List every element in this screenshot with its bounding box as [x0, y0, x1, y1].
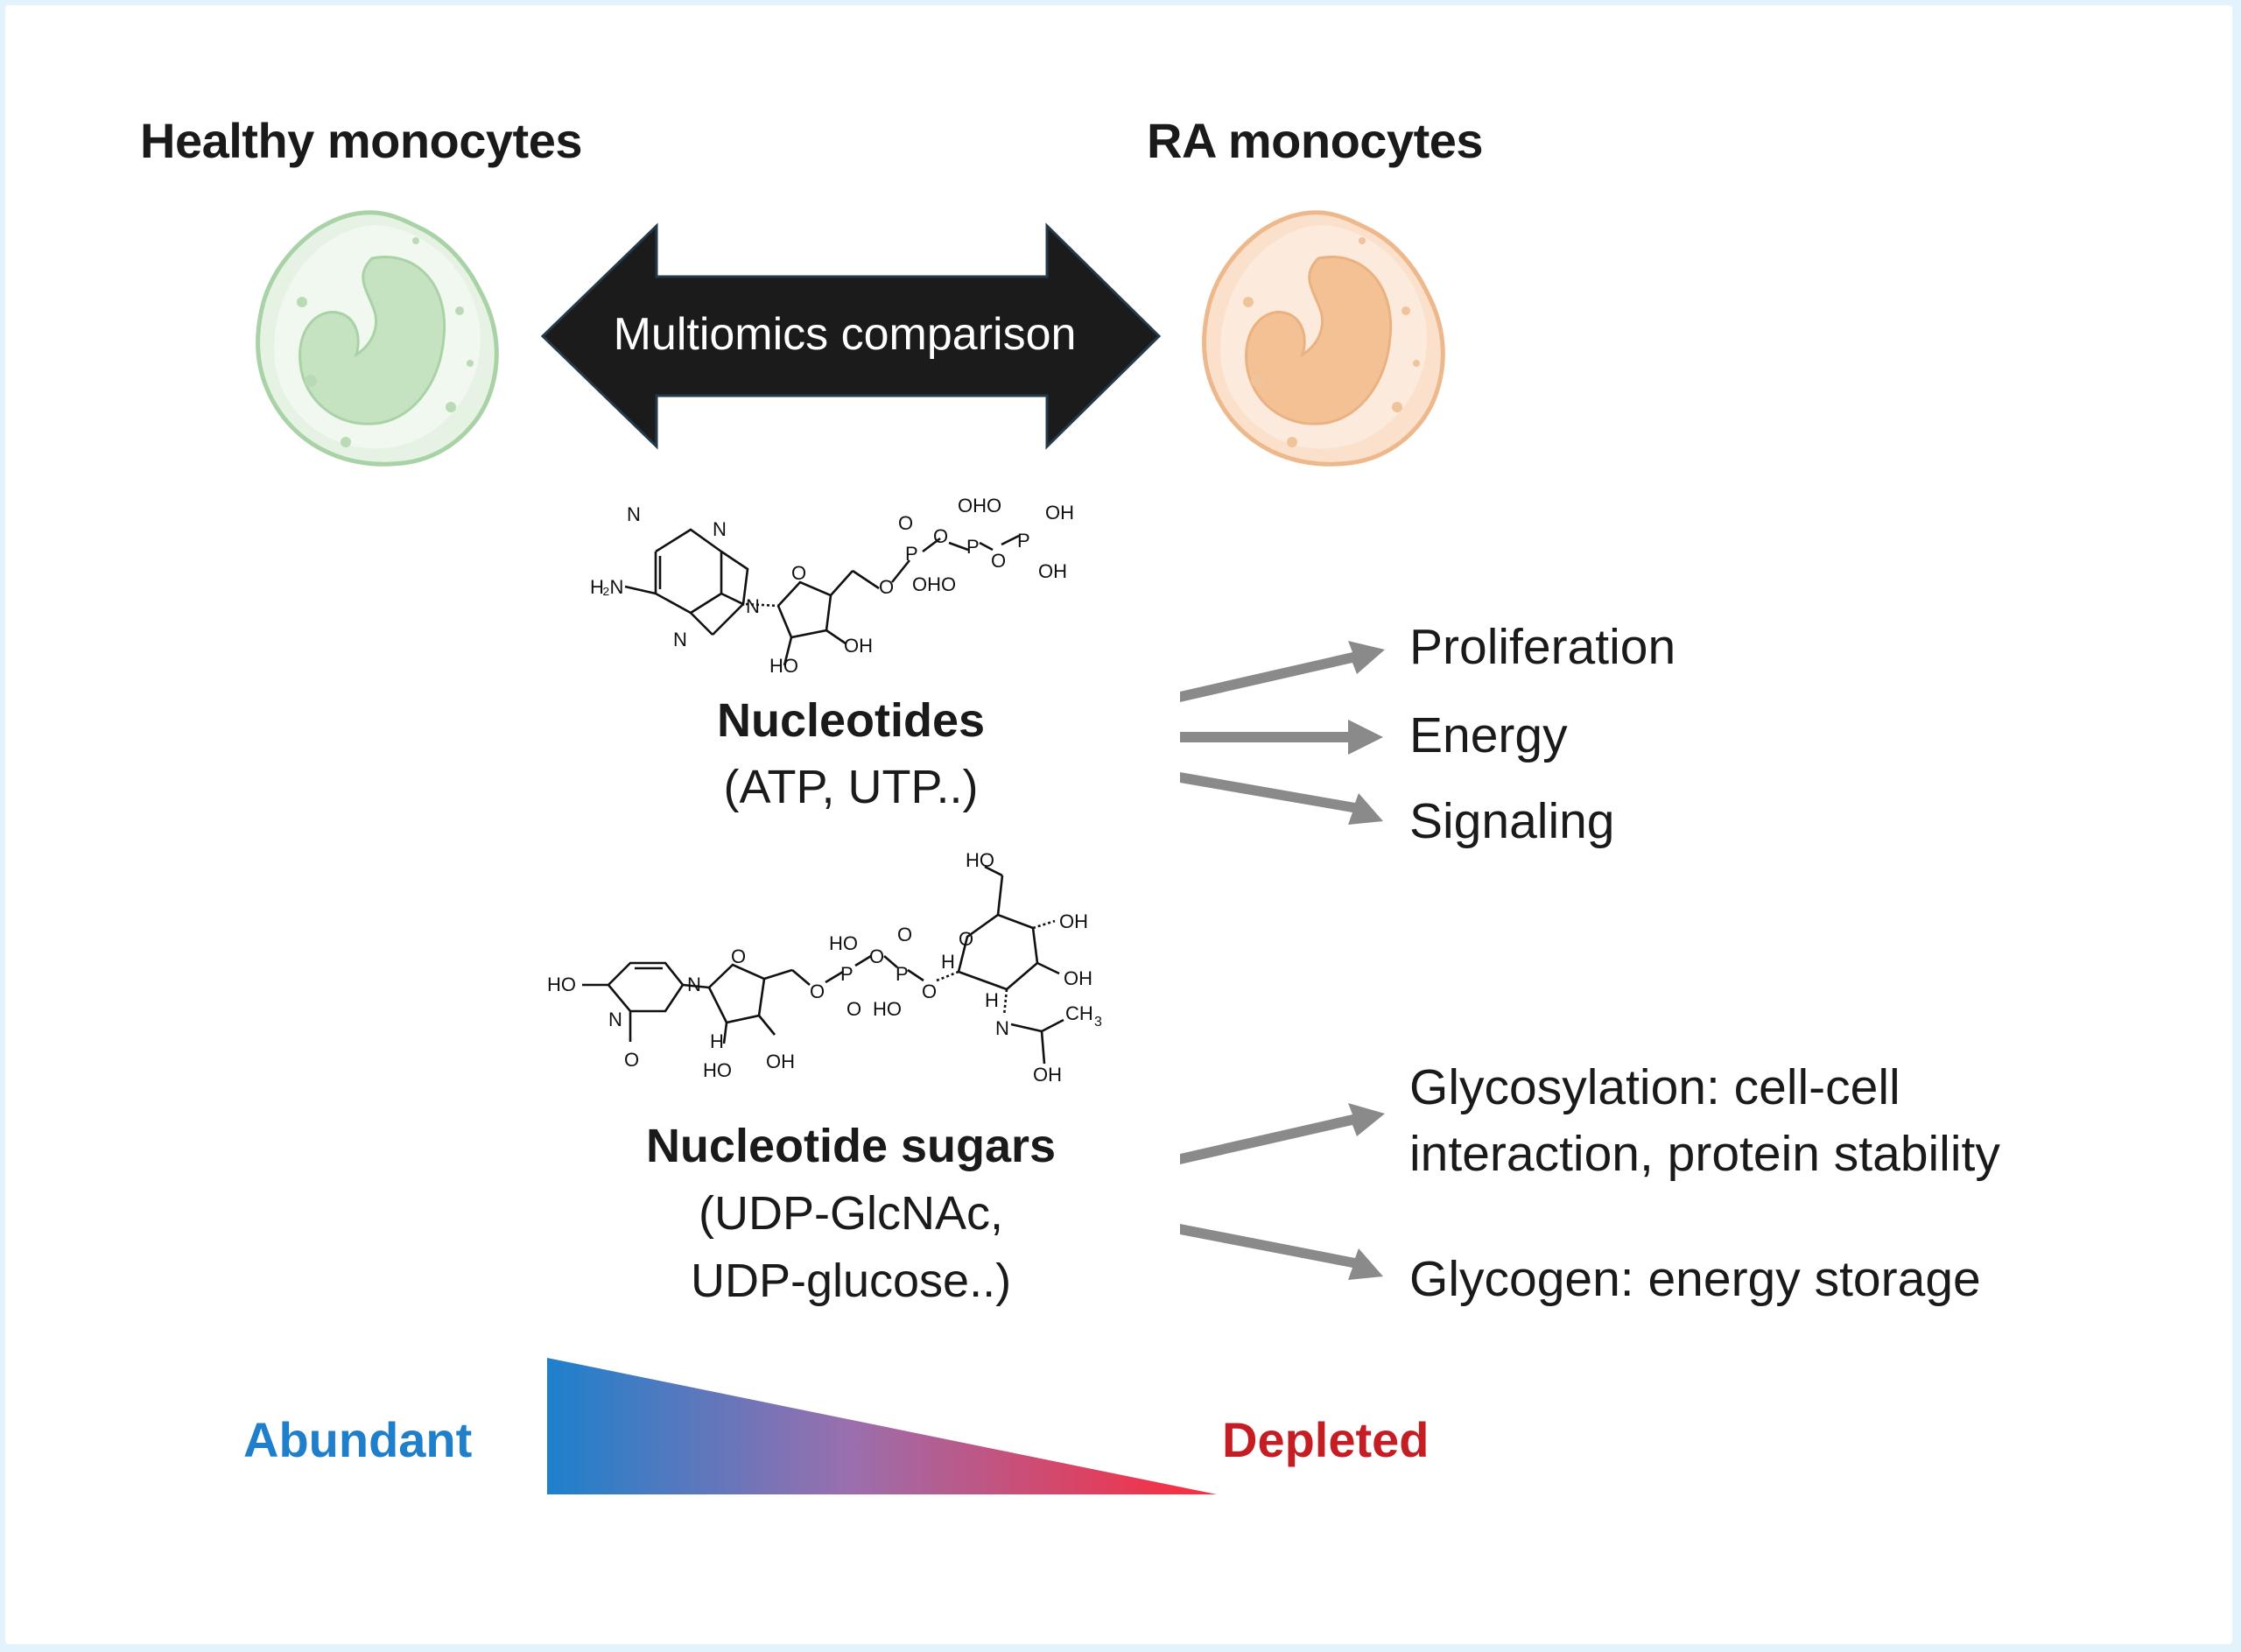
atom-label: P: [966, 536, 980, 558]
atom-label: O: [897, 924, 912, 946]
nucleotide-sugars-examples-line2: UDP-glucose..): [690, 1255, 1012, 1307]
nucleotides-label: Nucleotides: [716, 694, 986, 747]
healthy-monocytes-title: Healthy monocytes: [140, 113, 583, 168]
arrow-to-energy: [1180, 720, 1383, 755]
outcome-proliferation: Proliferation: [1409, 619, 1676, 675]
atom-label: O: [922, 981, 937, 1002]
atom-label: O: [879, 576, 894, 598]
ra-monocytes-title: RA monocytes: [1147, 113, 1484, 168]
atom-label: O: [933, 525, 948, 547]
atom-label: O: [959, 928, 973, 950]
atom-label: P: [840, 963, 854, 985]
atom-label: O: [731, 946, 746, 967]
nucleotide-sugars-examples-line1: (UDP-GlcNAc,: [699, 1187, 1003, 1240]
atom-label: H: [985, 989, 999, 1011]
atom-label: N: [608, 1009, 622, 1030]
atom-label: OH: [1059, 910, 1088, 932]
svg-text:₂N: ₂N: [602, 576, 623, 598]
depleted-label: Depleted: [1222, 1412, 1430, 1467]
atom-label: H: [710, 1030, 724, 1052]
outcome-glycogen: Glycogen: energy storage: [1409, 1251, 1981, 1307]
nucleotide-outcome-arrows: [1180, 641, 1385, 825]
atom-label: N: [713, 518, 727, 540]
atom-label: N: [627, 503, 641, 525]
atom-label: P: [896, 963, 909, 985]
arrow-to-signaling: [1180, 772, 1383, 825]
atom-label: CH: [1065, 1002, 1093, 1024]
atom-label: OHO: [912, 573, 956, 595]
atom-label: HO: [966, 849, 994, 871]
atom-label: OHO: [958, 495, 1001, 517]
atom-label: N: [746, 595, 760, 617]
atom-label: P: [905, 543, 918, 565]
atom-label: O: [810, 981, 825, 1002]
atom-label: OH: [1045, 502, 1074, 524]
atom-label: OH: [1038, 560, 1067, 582]
atom-label: N: [673, 629, 687, 650]
udp-glcnac-structure-icon: HO N N O O H HO OH O P HO O O P O HO O H…: [547, 849, 1102, 1086]
atom-label: HO: [873, 998, 902, 1020]
outcome-glycosylation-line2: interaction, protein stability: [1409, 1126, 2000, 1182]
atom-label: P: [1017, 530, 1030, 552]
nucleotide-sugars-label: Nucleotide sugars: [645, 1120, 1057, 1172]
atom-label: O: [847, 998, 861, 1020]
arrow-to-glycogen: [1180, 1224, 1383, 1280]
abundant-label: Abundant: [243, 1412, 473, 1467]
outcome-glycosylation-line1: Glycosylation: cell-cell: [1409, 1059, 1900, 1115]
atom-label: O: [791, 562, 806, 584]
svg-text:3: 3: [1094, 1015, 1102, 1030]
atom-label: OH: [766, 1051, 795, 1072]
atom-label: H: [590, 576, 604, 598]
atom-label: OH: [1033, 1064, 1062, 1086]
atp-structure-icon: N N H ₂N N N O HO OH O P O OHO O P OHO O…: [590, 495, 1074, 677]
outcome-signaling: Signaling: [1409, 793, 1615, 849]
atom-label: HO: [547, 974, 576, 995]
atom-label: N: [995, 1017, 1009, 1039]
atom-label: O: [991, 550, 1006, 572]
atom-label: H: [941, 951, 955, 973]
sugar-outcome-arrows: [1180, 1103, 1385, 1280]
atom-label: O: [898, 512, 913, 534]
arrow-to-glycosylation: [1180, 1103, 1385, 1164]
healthy-monocyte-icon: [256, 210, 499, 467]
arrow-to-proliferation: [1180, 641, 1385, 702]
atom-label: HO: [769, 655, 798, 677]
atom-label: O: [869, 946, 884, 967]
multiomics-comparison-label: Multiomics comparison: [613, 309, 1077, 360]
atom-label: HO: [829, 932, 858, 954]
atom-label: OH: [844, 635, 873, 657]
outcome-energy: Energy: [1409, 707, 1568, 763]
atom-label: O: [624, 1049, 639, 1071]
atom-label: N: [687, 974, 701, 995]
abundance-gradient-triangle: [547, 1358, 1217, 1494]
ra-monocyte-icon: [1202, 210, 1445, 467]
nucleotides-examples: (ATP, UTP..): [723, 761, 979, 813]
atom-label: OH: [1064, 967, 1092, 989]
atom-label: HO: [703, 1059, 732, 1081]
double-headed-arrow-icon: [540, 222, 1162, 450]
